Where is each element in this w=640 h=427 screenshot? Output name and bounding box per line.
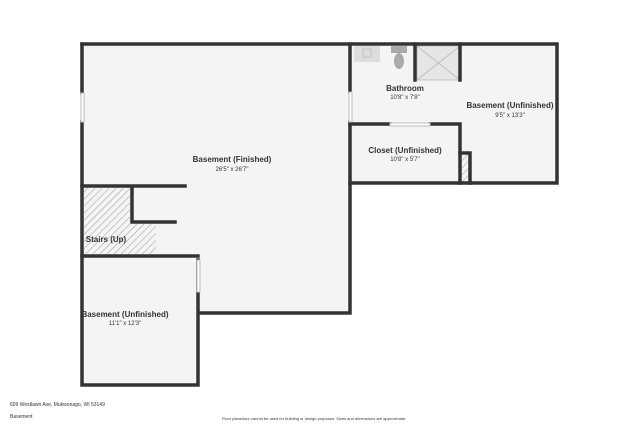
- disclaimer: Floor plans/tour cannot be used for buil…: [222, 416, 407, 421]
- walls: [80, 42, 559, 387]
- bathroom-fixtures: [354, 45, 461, 81]
- toilet-icon: [391, 46, 407, 53]
- room-dims: 26'5" x 26'7": [216, 167, 249, 173]
- closet-hatch: [461, 155, 470, 183]
- room-name: Bathroom: [386, 84, 424, 93]
- window: [80, 92, 85, 123]
- room-dims: 11'1" x 12'3": [109, 321, 141, 327]
- door-opening: [389, 122, 431, 127]
- room-name: Closet (Unfinished): [368, 146, 442, 155]
- sink-icon: [354, 46, 380, 62]
- room-dims: 10'8" x 7'8": [390, 95, 420, 101]
- stairs-hatch: [84, 155, 470, 254]
- room-dims: 9'5" x 13'3": [495, 113, 525, 119]
- address: 609 Westlawn Ave, Mukwonago, WI 53149: [10, 402, 105, 408]
- room-name: Stairs (Up): [86, 235, 127, 244]
- floor-areas: [82, 44, 557, 385]
- room-name: Basement (Finished): [193, 155, 272, 164]
- level-label: Basement: [10, 414, 33, 420]
- openings: [80, 91, 431, 293]
- room-name: Basement (Unfinished): [466, 101, 553, 110]
- door-opening: [196, 259, 201, 293]
- door-opening: [348, 91, 353, 123]
- room-dims: 10'8" x 5'7": [390, 157, 420, 163]
- room-name: Basement (Unfinished): [81, 310, 168, 319]
